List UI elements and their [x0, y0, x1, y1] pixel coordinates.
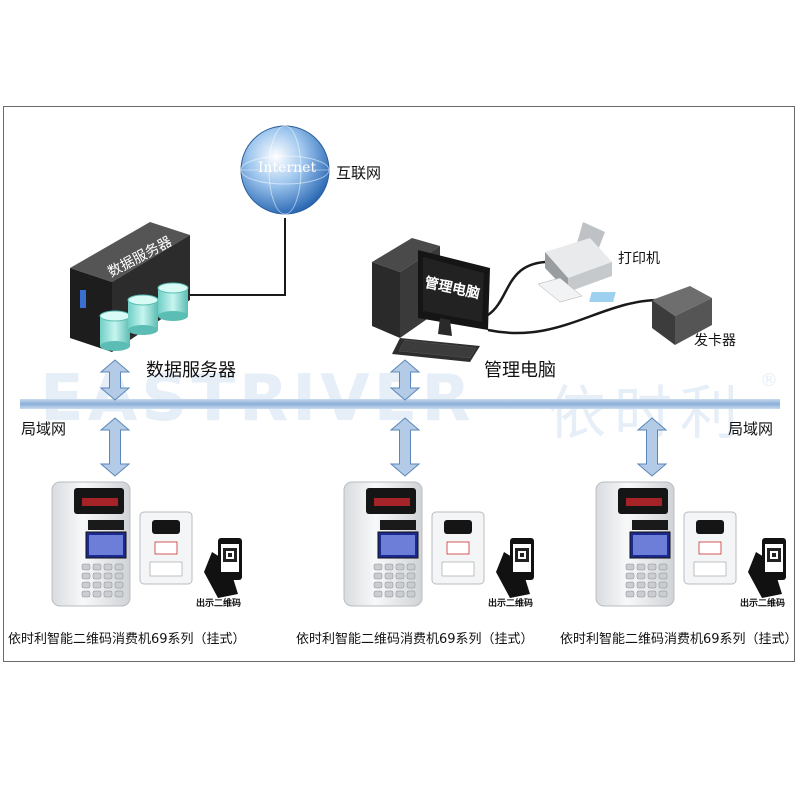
phone-qr-code-icon: [748, 538, 786, 598]
printer-label: 打印机: [618, 251, 660, 267]
qr-scanner-module-icon: [431, 511, 485, 585]
qr-scanner-module-icon: [139, 511, 193, 585]
watermark-registered-mark: ®: [760, 370, 778, 391]
lan-label-right: 局域网: [728, 420, 774, 438]
qr-show-label: 出示二维码: [196, 599, 242, 609]
lan-label-left: 局域网: [21, 420, 67, 438]
card-issuer-label: 发卡器: [694, 333, 736, 349]
globe-text: Internet: [258, 160, 317, 176]
qr-show-label: 出示二维码: [488, 599, 534, 609]
consumption-terminal-icon: [51, 481, 131, 607]
db-cylinder-1: [99, 310, 131, 351]
terminal-group: [51, 481, 786, 607]
db-cylinder-2: [127, 294, 159, 335]
internet-link-line: [180, 218, 286, 296]
db-cylinder-3: [157, 282, 189, 321]
qr-scanner-module-icon: [683, 511, 737, 585]
terminal-2: [343, 481, 534, 607]
terminal-3-lan-arrow: [636, 417, 668, 477]
printer-icon: [537, 222, 612, 303]
phone-qr-code-icon: [496, 538, 534, 598]
lan-connection-arrows: [99, 359, 668, 477]
consumption-terminal-icon: [595, 481, 675, 607]
terminal-caption: 依时利智能二维码消费机69系列（挂式）: [560, 632, 798, 647]
pc-peripheral-cables: [487, 260, 661, 335]
server-label: 数据服务器: [146, 360, 236, 381]
terminal-2-lan-arrow: [389, 417, 421, 477]
qr-show-label: 出示二维码: [740, 599, 786, 609]
database-server-icon: [70, 222, 190, 352]
pc-lan-arrow: [389, 359, 421, 401]
card-issuer-icon: [589, 286, 712, 345]
terminal-1-lan-arrow: [99, 417, 131, 477]
management-pc-icon: [372, 238, 490, 362]
watermark-brand-cn: 依时利: [548, 379, 747, 447]
terminal-3: [595, 481, 786, 607]
server-lan-arrow: [99, 359, 131, 401]
terminal-caption: 依时利智能二维码消费机69系列（挂式）: [8, 632, 246, 647]
pc-label: 管理电脑: [484, 360, 556, 381]
consumption-terminal-icon: [343, 481, 423, 607]
lan-bar: [20, 399, 780, 409]
internet-label: 互联网: [336, 164, 382, 182]
terminal-caption: 依时利智能二维码消费机69系列（挂式）: [296, 632, 534, 647]
internet-globe-icon: [240, 125, 330, 215]
terminal-1: [51, 481, 242, 607]
phone-qr-code-icon: [204, 538, 242, 598]
